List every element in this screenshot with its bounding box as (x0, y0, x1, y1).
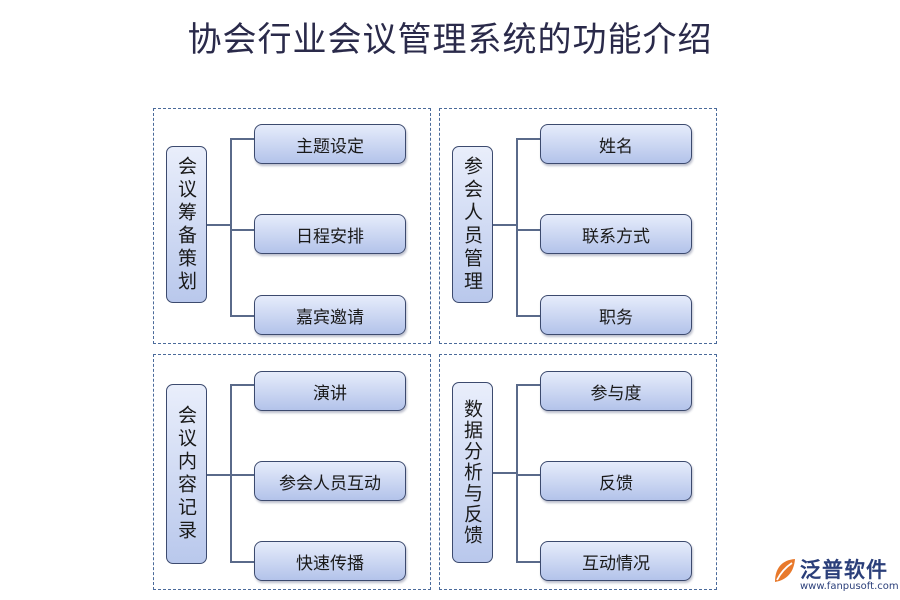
brand-url: www.fanpusoft.com (800, 581, 899, 592)
leaf-contact: 联系方式 (540, 214, 692, 254)
leaf-participation: 参与度 (540, 371, 692, 411)
brand-leaf-icon (775, 559, 795, 582)
group-panel-content-record (153, 354, 431, 590)
leaf-position: 职务 (540, 295, 692, 335)
leaf-name: 姓名 (540, 124, 692, 164)
leaf-fast-spread: 快速传播 (254, 541, 406, 581)
leaf-attendee-interaction: 参会人员互动 (254, 461, 406, 501)
leaf-interaction-status: 互动情况 (540, 541, 692, 581)
group-label-attendees: 参会人员管理 (452, 146, 493, 303)
leaf-feedback: 反馈 (540, 461, 692, 501)
group-label-content-record: 会议内容记录 (166, 384, 207, 564)
group-label-analysis: 数据分析与反馈 (452, 382, 493, 563)
leaf-speech: 演讲 (254, 371, 406, 411)
group-panel-analysis (439, 354, 717, 590)
leaf-guest-invitation: 嘉宾邀请 (254, 295, 406, 335)
group-panel-attendees (439, 108, 717, 344)
group-panel-planning (153, 108, 431, 344)
page-title: 协会行业会议管理系统的功能介绍 (187, 20, 713, 60)
brand-name: 泛普软件 (800, 558, 888, 582)
brand-logo: 泛普软件 www.fanpusoft.com (770, 552, 899, 598)
group-label-planning: 会议筹备策划 (166, 146, 207, 303)
leaf-theme-setting: 主题设定 (254, 124, 406, 164)
leaf-schedule: 日程安排 (254, 214, 406, 254)
